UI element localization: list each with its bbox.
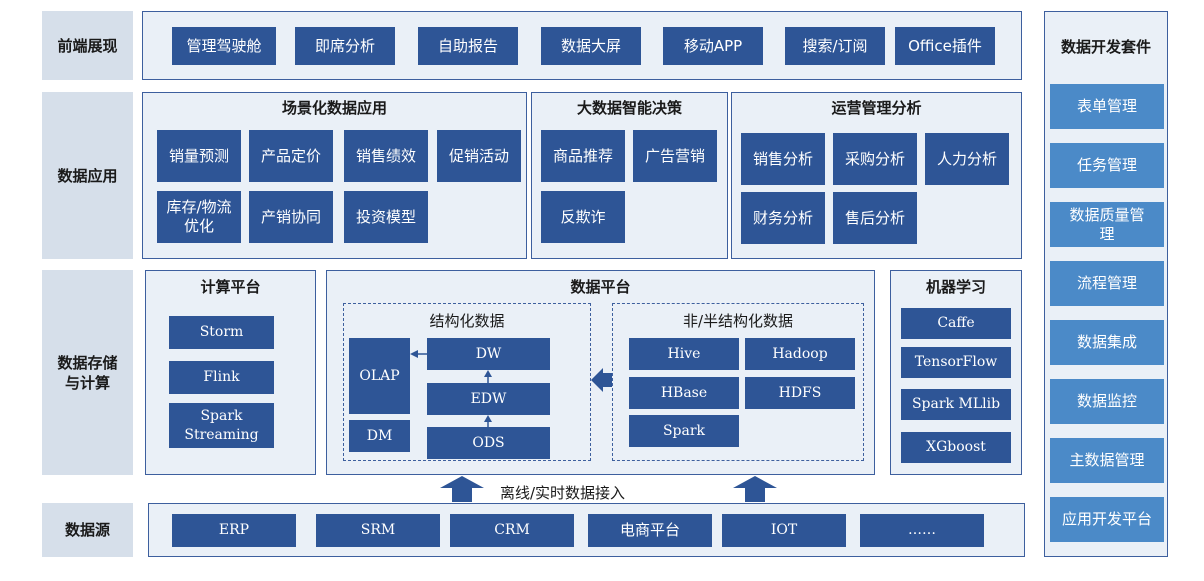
frontend-item-big-screen[interactable]: 数据大屏: [541, 27, 641, 65]
devkit-title: 数据开发套件: [1060, 38, 1151, 56]
ops-item-purchase[interactable]: 采购分析: [833, 133, 917, 185]
scene-item-production-sales[interactable]: 产销协同: [249, 191, 333, 243]
ml-item-spark-mllib[interactable]: Spark MLlib: [901, 389, 1011, 420]
ml-title: 机器学习: [925, 278, 986, 296]
compute-item-spark-streaming[interactable]: Spark Streaming: [169, 403, 274, 448]
ingest-label: 离线/实时数据接入: [500, 484, 626, 502]
compute-title: 计算平台: [200, 278, 261, 296]
devkit-item-form[interactable]: 表单管理: [1050, 84, 1164, 129]
source-item-iot[interactable]: IOT: [722, 514, 846, 547]
source-item-srm[interactable]: SRM: [316, 514, 440, 547]
hdfs-box[interactable]: HDFS: [745, 377, 855, 409]
compute-item-storm[interactable]: Storm: [169, 316, 274, 349]
bigdata-title: 大数据智能决策: [576, 99, 682, 117]
structured-data-title: 结构化数据: [429, 312, 505, 330]
devkit-item-process[interactable]: 流程管理: [1050, 261, 1164, 306]
olap-box[interactable]: OLAP: [349, 338, 410, 414]
ops-item-finance[interactable]: 财务分析: [741, 192, 825, 244]
ops-item-sales[interactable]: 销售分析: [741, 133, 825, 185]
compute-item-flink[interactable]: Flink: [169, 361, 274, 394]
row-label-source: 数据源: [42, 503, 133, 557]
bigdata-item-antifraud[interactable]: 反欺诈: [541, 191, 625, 243]
spark-box[interactable]: Spark: [629, 415, 739, 447]
devkit-item-quality[interactable]: 数据质量管理: [1050, 202, 1164, 247]
bigdata-item-ads[interactable]: 广告营销: [633, 130, 717, 182]
devkit-item-master-data[interactable]: 主数据管理: [1050, 438, 1164, 483]
ml-item-tensorflow[interactable]: TensorFlow: [901, 347, 1011, 378]
ods-box[interactable]: ODS: [427, 427, 550, 459]
dm-box[interactable]: DM: [349, 420, 410, 452]
scene-item-promotion[interactable]: 促销活动: [437, 130, 521, 182]
ops-title: 运营管理分析: [831, 99, 922, 117]
devkit-item-app-dev[interactable]: 应用开发平台: [1050, 497, 1164, 542]
arrow-ingest-left: [440, 476, 484, 502]
row-label-frontend: 前端展现: [42, 11, 133, 80]
row-label-apps: 数据应用: [42, 92, 133, 259]
ml-item-caffe[interactable]: Caffe: [901, 308, 1011, 339]
frontend-item-adhoc[interactable]: 即席分析: [295, 27, 395, 65]
devkit-item-task[interactable]: 任务管理: [1050, 143, 1164, 188]
source-item-crm[interactable]: CRM: [450, 514, 574, 547]
source-item-ecommerce[interactable]: 电商平台: [588, 514, 712, 547]
hbase-box[interactable]: HBase: [629, 377, 739, 409]
edw-box[interactable]: EDW: [427, 383, 550, 415]
ml-item-xgboost[interactable]: XGboost: [901, 432, 1011, 463]
ops-item-hr[interactable]: 人力分析: [925, 133, 1009, 185]
scene-item-pricing[interactable]: 产品定价: [249, 130, 333, 182]
source-item-more[interactable]: ……: [860, 514, 984, 547]
ops-item-aftersales[interactable]: 售后分析: [833, 192, 917, 244]
row-label-storage: 数据存储与计算: [42, 270, 133, 475]
scene-item-sales-performance[interactable]: 销售绩效: [344, 130, 428, 182]
unstructured-data-title: 非/半结构化数据: [682, 312, 794, 330]
frontend-item-self-report[interactable]: 自助报告: [418, 27, 518, 65]
scene-app-title: 场景化数据应用: [281, 99, 387, 117]
devkit-item-integration[interactable]: 数据集成: [1050, 320, 1164, 365]
scene-item-sales-forecast[interactable]: 销量预测: [157, 130, 241, 182]
frontend-item-cockpit[interactable]: 管理驾驶舱: [172, 27, 276, 65]
arrow-ingest-right: [733, 476, 777, 502]
frontend-item-office[interactable]: Office插件: [895, 27, 995, 65]
dw-box[interactable]: DW: [427, 338, 550, 370]
frontend-item-search[interactable]: 搜索/订阅: [785, 27, 885, 65]
frontend-item-mobile-app[interactable]: 移动APP: [663, 27, 763, 65]
hadoop-box[interactable]: Hadoop: [745, 338, 855, 370]
devkit-item-monitor[interactable]: 数据监控: [1050, 379, 1164, 424]
scene-item-investment[interactable]: 投资模型: [344, 191, 428, 243]
scene-item-inventory[interactable]: 库存/物流优化: [157, 191, 241, 243]
bigdata-item-recommend[interactable]: 商品推荐: [541, 130, 625, 182]
source-item-erp[interactable]: ERP: [172, 514, 296, 547]
hive-box[interactable]: Hive: [629, 338, 739, 370]
data-platform-title: 数据平台: [570, 278, 631, 296]
